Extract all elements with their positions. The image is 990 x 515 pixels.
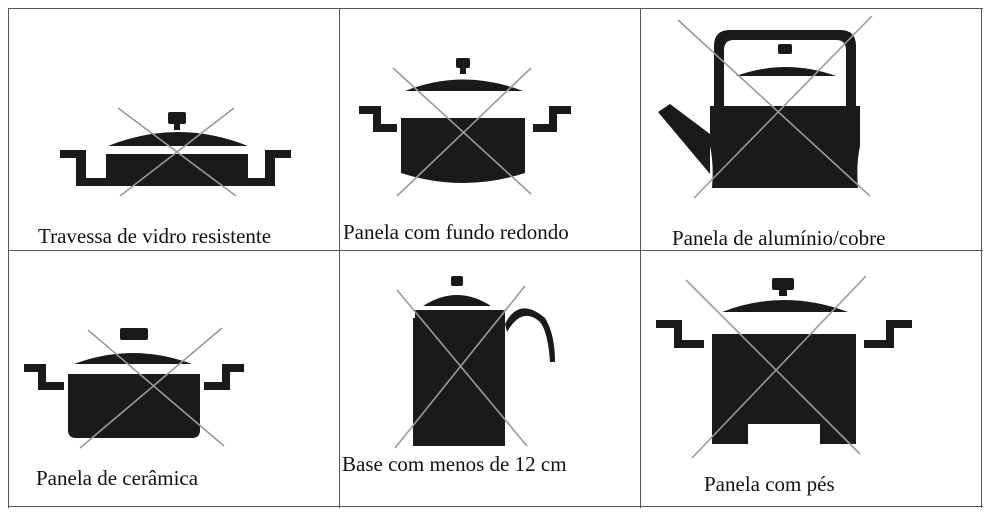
aluminum-kettle-icon [658,15,873,199]
grid-line [8,506,983,508]
caption-footed-pot: Panela com pés [704,472,835,496]
grid-line [8,8,983,10]
round-bottom-pot-icon [359,58,571,197]
cell-footed-pot: Panela com pés [640,250,981,506]
cell-glass-dish: Travessa de vidro resistente [8,8,339,250]
caption-ceramic-pot: Panela de cerâmica [36,466,199,490]
grid-line [8,250,983,252]
cell-round-bottom-pot: Panela com fundo redondo [339,8,640,250]
caption-coffee-pot: Base com menos de 12 cm [342,452,567,476]
caption-glass-dish: Travessa de vidro resistente [38,224,272,248]
caption-aluminum-kettle: Panela de alumínio/cobre [672,226,886,250]
glass-dish-icon [60,107,291,197]
cell-aluminum-kettle: Panela de alumínio/cobre [640,8,981,250]
cell-coffee-pot: Base com menos de 12 cm [339,250,640,506]
ceramic-pot-icon [24,327,244,449]
caption-round-bottom-pot: Panela com fundo redondo [343,220,569,244]
grid-line [8,8,10,508]
grid-line [640,8,642,508]
grid-line [981,8,983,508]
coffee-pot-icon [394,276,555,449]
grid-line [339,8,341,508]
cell-ceramic-pot: Panela de cerâmica [8,250,339,506]
cookware-table: Travessa de vidro resistente Panela com … [8,8,983,508]
footed-pot-icon [656,275,912,459]
